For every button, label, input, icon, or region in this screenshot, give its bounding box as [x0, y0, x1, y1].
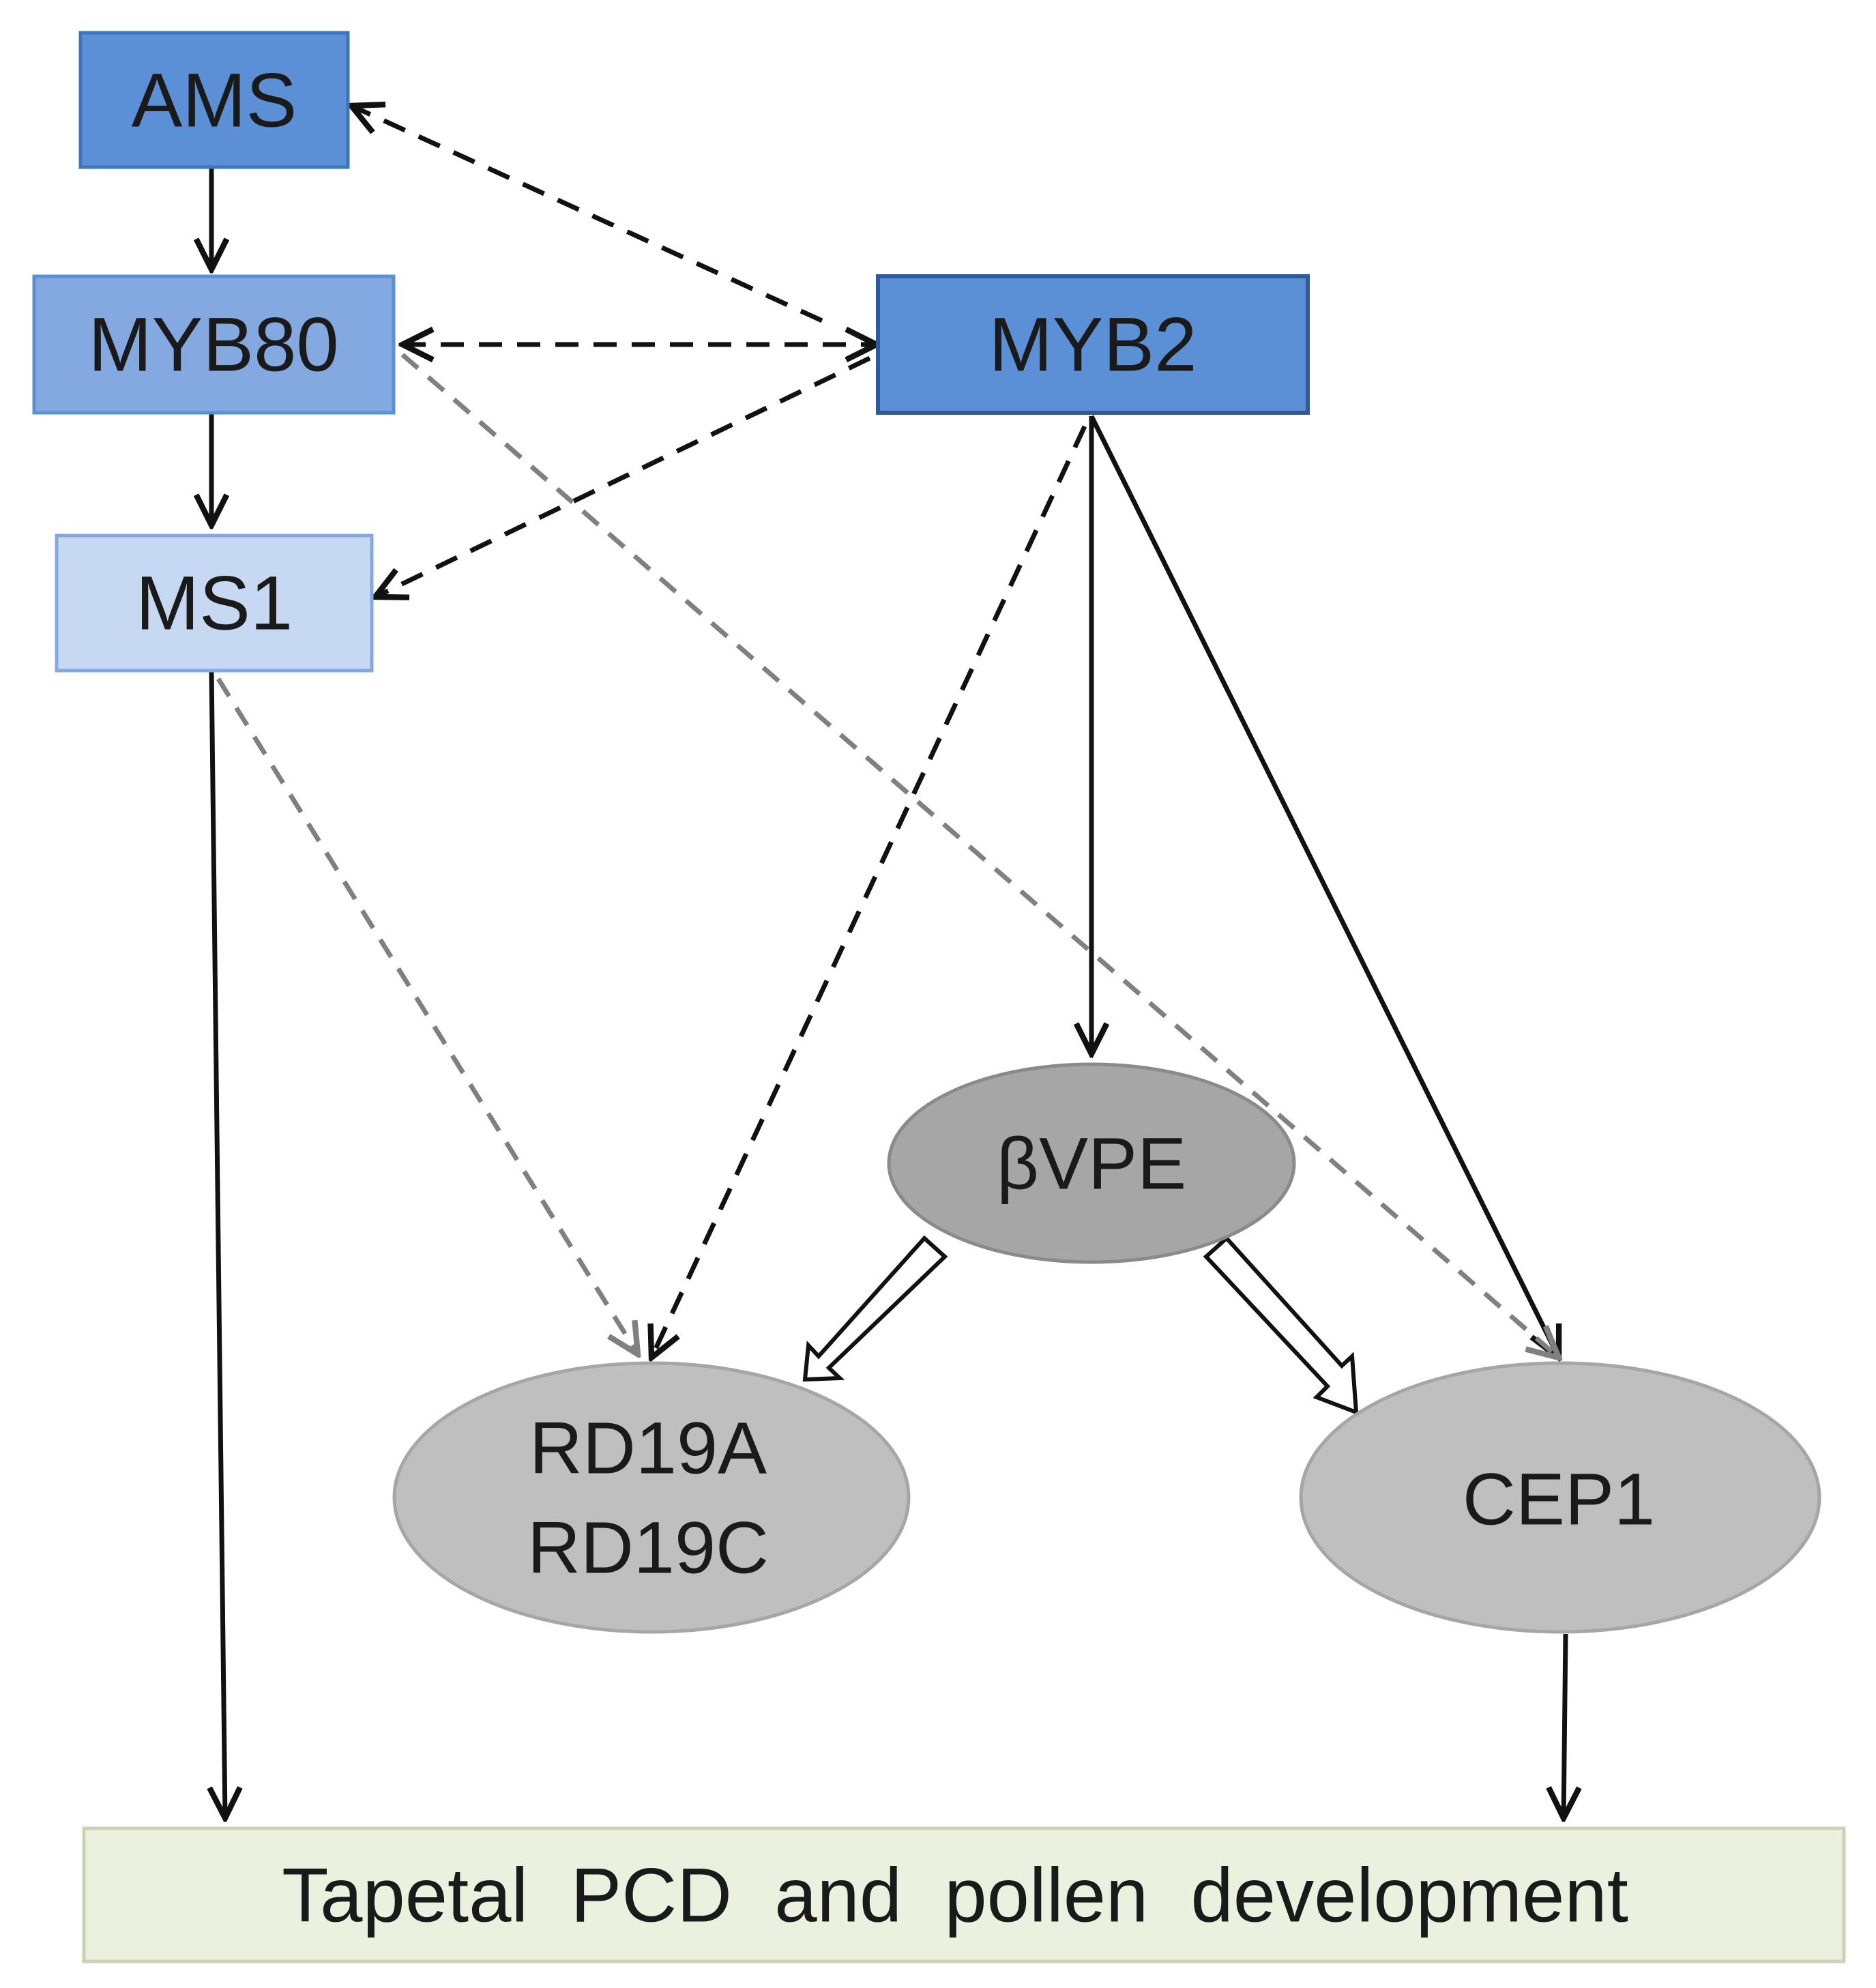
- node-myb2: MYB2: [876, 274, 1310, 415]
- node-bvpe: βVPE: [887, 1062, 1296, 1264]
- edge-myb2-to-ms1-dashed: [375, 355, 871, 597]
- node-myb2-box: [876, 274, 1310, 415]
- node-rd19: RD19A RD19C: [392, 1361, 911, 1634]
- node-myb80: MYB80: [32, 274, 396, 415]
- node-rd19-label-line1: RD19A: [529, 1407, 767, 1489]
- node-rd19-shape: [392, 1361, 911, 1634]
- node-myb80-label: MYB80: [88, 302, 338, 388]
- node-rd19-label-line2: RD19C: [527, 1506, 769, 1589]
- node-bvpe-shape: [887, 1062, 1296, 1264]
- node-cep1-label: CEP1: [1463, 1458, 1655, 1540]
- node-ms1: MS1: [55, 533, 374, 673]
- edge-ms1-to-rd19-grey-dashed: [216, 677, 638, 1354]
- node-cep1: CEP1: [1299, 1361, 1821, 1634]
- edge-cep1-to-outcome: [1564, 1633, 1566, 1818]
- edge-myb80-to-cep1-grey-dashed: [400, 353, 1559, 1358]
- edge-myb2-to-cep1: [1089, 415, 1559, 1358]
- edge-myb2-to-rd19-dashed: [651, 425, 1087, 1358]
- node-ams-box: [78, 31, 350, 169]
- node-myb80-box: [32, 274, 396, 415]
- node-outcome-box: [82, 1826, 1846, 1963]
- node-outcome-label: Tapetal PCD and pollen development: [282, 1853, 1628, 1938]
- edge-bvpe-to-cep1-hollow: [1203, 1235, 1359, 1416]
- node-ms1-box: [55, 533, 374, 673]
- edges: [211, 106, 1566, 1818]
- node-ams: AMS: [78, 31, 350, 169]
- edge-bvpe-to-rd19-hollow: [802, 1235, 948, 1382]
- node-cep1-shape: [1299, 1361, 1821, 1634]
- edge-ms1-to-outcome: [211, 671, 225, 1818]
- node-bvpe-label: βVPE: [997, 1122, 1186, 1205]
- node-ams-label: AMS: [132, 58, 297, 143]
- node-myb2-label: MYB2: [989, 302, 1197, 388]
- node-outcome: Tapetal PCD and pollen development: [82, 1826, 1846, 1963]
- edge-myb2-to-ams-dashed: [351, 106, 823, 323]
- node-ms1-label: MS1: [136, 561, 293, 646]
